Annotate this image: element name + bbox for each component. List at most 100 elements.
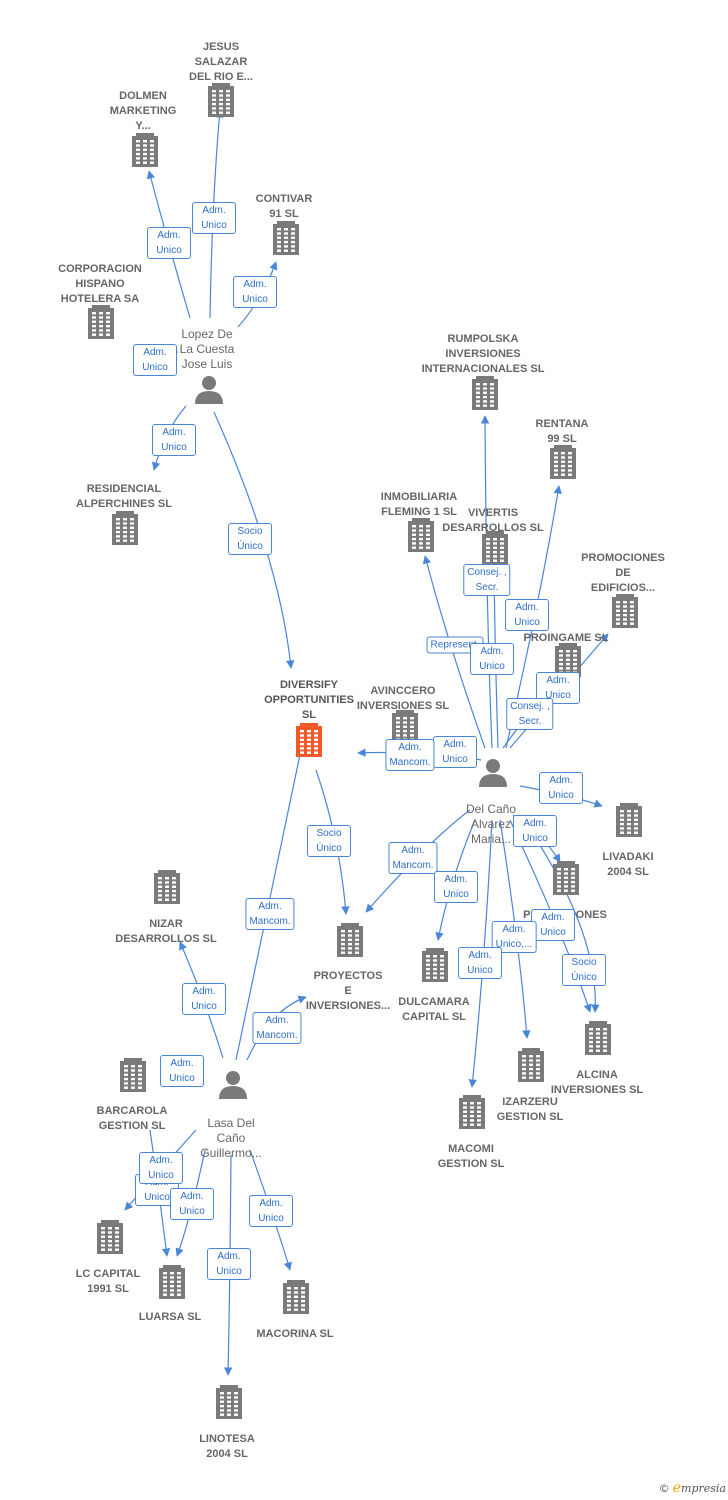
edge-label-lasa-to-linotesa[interactable]: Adm. Unico <box>207 1248 251 1280</box>
edge-label-lasa-to-macorina[interactable]: Adm. Unico <box>249 1195 293 1227</box>
node-label-lccapital[interactable]: LC CAPITAL 1991 SL <box>75 1268 141 1295</box>
building-icon <box>408 518 434 552</box>
edge-label-lopez-to-jesus[interactable]: Adm. Unico <box>192 202 236 234</box>
node-label-rumpolska[interactable]: RUMPOLSKA INVERSIONES INTERNACIONALES SL <box>421 333 545 375</box>
node-label-livadaki[interactable]: LIVADAKI 2004 SL <box>602 851 654 878</box>
edge-label-delcano-to-proingame[interactable]: Consej. , Secr. <box>506 698 554 730</box>
edge-label-delcano-to-proyectos[interactable]: Adm. Mancom. <box>388 842 438 874</box>
node-label-macomi[interactable]: MACOMI GESTION SL <box>437 1143 505 1170</box>
node-diversify[interactable] <box>296 723 322 757</box>
node-avinccero[interactable] <box>392 710 418 744</box>
node-lccapital[interactable] <box>97 1220 123 1254</box>
edge-label-lasa-to-barcarola[interactable]: Adm. Unico <box>160 1055 204 1087</box>
node-label-linotesa[interactable]: LINOTESA 2004 SL <box>199 1433 255 1460</box>
node-jesus[interactable] <box>208 83 234 117</box>
building-icon <box>132 133 158 167</box>
node-luarsa[interactable] <box>159 1265 185 1299</box>
edge-label-delcano-to-livadaki[interactable]: Adm. Unico <box>539 772 583 804</box>
node-macomi[interactable] <box>459 1095 485 1129</box>
edge-label-lopez-to-dolmen[interactable]: Adm. Unico <box>147 227 191 259</box>
edge-label-delcano-to-dulcamara[interactable]: Adm. Unico <box>434 871 478 903</box>
node-dolmen[interactable] <box>132 133 158 167</box>
edge-label-lopez-to-corporacion[interactable]: Adm. Unico <box>133 344 177 376</box>
brand-initial: e <box>672 1480 682 1496</box>
person-icon <box>195 376 223 404</box>
edge-label-delcano-to-izarzeru[interactable]: Adm. Unico,... <box>491 921 537 953</box>
node-rentana[interactable] <box>550 445 576 479</box>
node-label-residencial[interactable]: RESIDENCIAL ALPERCHINES SL <box>76 483 172 510</box>
node-label-proingame[interactable]: PROINGAME SL <box>523 632 609 644</box>
node-label-corporacion[interactable]: CORPORACION HISPANO HOTELERA SA <box>58 263 142 305</box>
node-nizar[interactable] <box>154 870 180 904</box>
node-label-dolmen[interactable]: DOLMEN MARKETING Y... <box>109 90 177 132</box>
edge-label-delcano-to-promociones_sl[interactable]: Adm. Unico <box>513 815 557 847</box>
building-icon <box>112 511 138 545</box>
node-label-lopez[interactable]: Lopez De La Cuesta Jose Luis <box>179 327 235 371</box>
node-label-jesus[interactable]: JESUS SALAZAR DEL RIO E... <box>189 41 253 83</box>
edge-label-lasa-to-diversify[interactable]: Adm. Mancom. <box>245 898 295 930</box>
person-icon <box>219 1071 247 1099</box>
node-label-izarzeru[interactable]: IZARZERU GESTION SL <box>496 1096 564 1123</box>
edge-label-delcano-to-rentana[interactable]: Adm. Unico <box>505 599 549 631</box>
node-label-rentana[interactable]: RENTANA 99 SL <box>535 418 589 445</box>
node-dulcamara[interactable] <box>422 948 448 982</box>
node-label-macorina[interactable]: MACORINA SL <box>256 1328 334 1340</box>
building-icon <box>518 1048 544 1082</box>
node-alcina[interactable] <box>585 1021 611 1055</box>
node-livadaki[interactable] <box>616 803 642 837</box>
edge-label-delcano-to-diversify[interactable]: Adm. Mancom. <box>385 739 435 771</box>
node-inmobiliaria[interactable] <box>408 518 434 552</box>
edge-label-delcano-to-avinccero[interactable]: Adm. Unico <box>433 736 477 768</box>
node-label-dulcamara[interactable]: DULCAMARA CAPITAL SL <box>398 996 470 1023</box>
node-proyectos[interactable] <box>337 923 363 957</box>
building-icon <box>216 1385 242 1419</box>
node-label-vivertis[interactable]: VIVERTIS DESARROLLOS SL <box>442 507 544 534</box>
node-macorina[interactable] <box>283 1280 309 1314</box>
node-promociones_edif[interactable] <box>612 594 638 628</box>
node-label-inmobiliaria[interactable]: INMOBILIARIA FLEMING 1 SL <box>380 491 458 518</box>
node-label-promociones_edif[interactable]: PROMOCIONES DE EDIFICIOS... <box>581 552 665 594</box>
edge-label-lopez-to-diversify[interactable]: Socio Único <box>228 523 272 555</box>
edge-label-diversify-to-proyectos[interactable]: Socio Único <box>307 825 351 857</box>
node-delcano[interactable] <box>479 759 507 787</box>
edge-label-delcano-to-alcina[interactable]: Adm. Unico <box>531 909 575 941</box>
node-lasa[interactable] <box>219 1071 247 1099</box>
building-icon <box>482 531 508 565</box>
building-icon <box>553 861 579 895</box>
node-rumpolska[interactable] <box>472 376 498 410</box>
building-icon <box>612 594 638 628</box>
node-residencial[interactable] <box>112 511 138 545</box>
edge-label-lasa-to-proyectos[interactable]: Adm. Mancom. <box>252 1012 302 1044</box>
edge-label-lopez-to-contivar[interactable]: Adm. Unico <box>233 276 277 308</box>
node-label-nizar[interactable]: NIZAR DESARROLLOS SL <box>115 918 217 945</box>
node-promociones_sl[interactable] <box>553 861 579 895</box>
edge-label-lasa-to-luarsa[interactable]: Adm. Unico <box>139 1152 183 1184</box>
edge-label-delcano-to-alcina[interactable]: Socio Único <box>562 954 606 986</box>
node-label-alcina[interactable]: ALCINA INVERSIONES SL <box>550 1069 644 1096</box>
building-icon <box>459 1095 485 1129</box>
edge-label-delcano-to-inmobiliaria[interactable]: Represent. <box>426 636 484 654</box>
edge-label-delcano-to-macomi[interactable]: Adm. Unico <box>458 947 502 979</box>
node-izarzeru[interactable] <box>518 1048 544 1082</box>
brand-logo[interactable]: ©empresia <box>659 1480 726 1496</box>
node-label-contivar[interactable]: CONTIVAR 91 SL <box>255 193 313 220</box>
edge-label-delcano-to-vivertis[interactable]: Adm. Unico <box>470 643 514 675</box>
node-label-proyectos[interactable]: PROYECTOS E INVERSIONES... <box>305 970 391 1012</box>
edge-label-delcano-to-rumpolska[interactable]: Consej. , Secr. <box>463 564 511 596</box>
edge-label-lasa-to-luarsa[interactable]: Adm. Unico <box>170 1188 214 1220</box>
building-icon <box>296 723 322 757</box>
node-linotesa[interactable] <box>216 1385 242 1419</box>
node-corporacion[interactable] <box>88 305 114 339</box>
node-lopez[interactable] <box>195 376 223 404</box>
node-label-barcarola[interactable]: BARCAROLA GESTION SL <box>96 1105 168 1132</box>
node-label-lasa[interactable]: Lasa Del Caño Guillermo... <box>200 1116 262 1160</box>
edge-label-lopez-to-residencial[interactable]: Adm. Unico <box>152 424 196 456</box>
node-vivertis[interactable] <box>482 531 508 565</box>
node-label-luarsa[interactable]: LUARSA SL <box>138 1311 202 1323</box>
node-label-delcano[interactable]: Del Caño Alvarez Maria... <box>465 802 517 846</box>
node-label-diversify[interactable]: DIVERSIFY OPPORTUNITIES SL <box>264 679 354 721</box>
node-barcarola[interactable] <box>120 1058 146 1092</box>
edge-label-lasa-to-nizar[interactable]: Adm. Unico <box>182 983 226 1015</box>
node-label-avinccero[interactable]: AVINCCERO INVERSIONES SL <box>356 685 450 712</box>
node-contivar[interactable] <box>273 221 299 255</box>
